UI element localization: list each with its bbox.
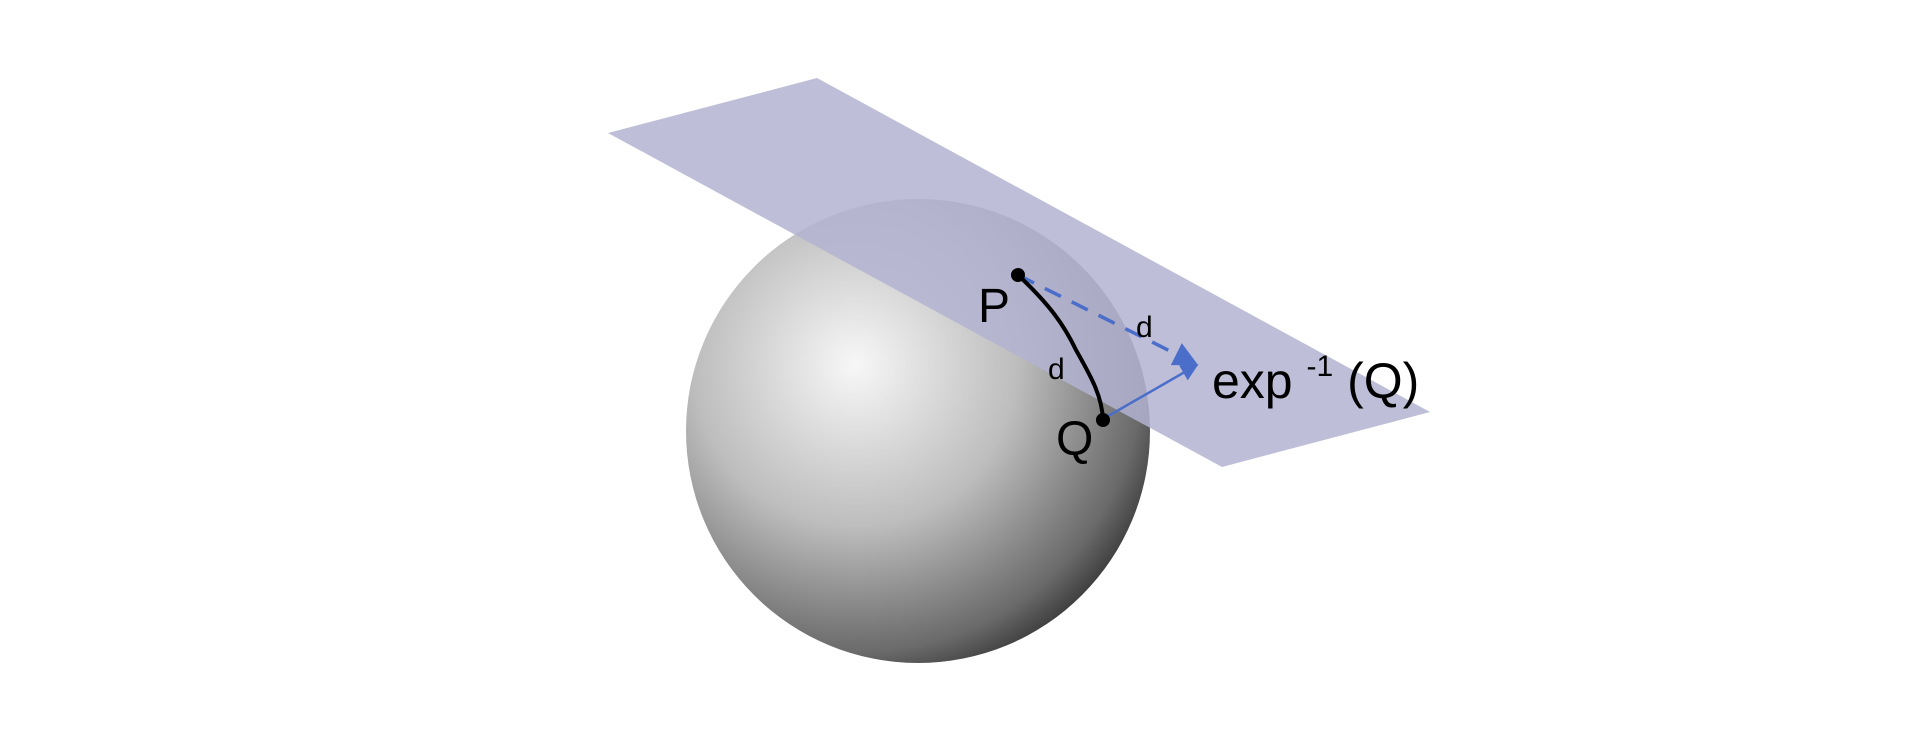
log-map-argument: (Q) [1347,353,1419,409]
tangent-distance-label: d [1136,311,1153,344]
log-map-base: exp [1212,353,1293,409]
geodesic-distance-label: d [1048,353,1065,386]
log-map-label: exp -1 (Q) [1212,331,1419,409]
point-p-label: P [978,280,1010,333]
point-p-marker [1011,268,1025,282]
point-q-label: Q [1056,413,1093,466]
geodesic-curve [1016,273,1105,422]
log-map-superscript: -1 [1307,350,1334,383]
log-map-arrow [1102,363,1199,421]
point-q-marker [1096,413,1110,427]
tangent-vector-dashed [1017,273,1199,366]
